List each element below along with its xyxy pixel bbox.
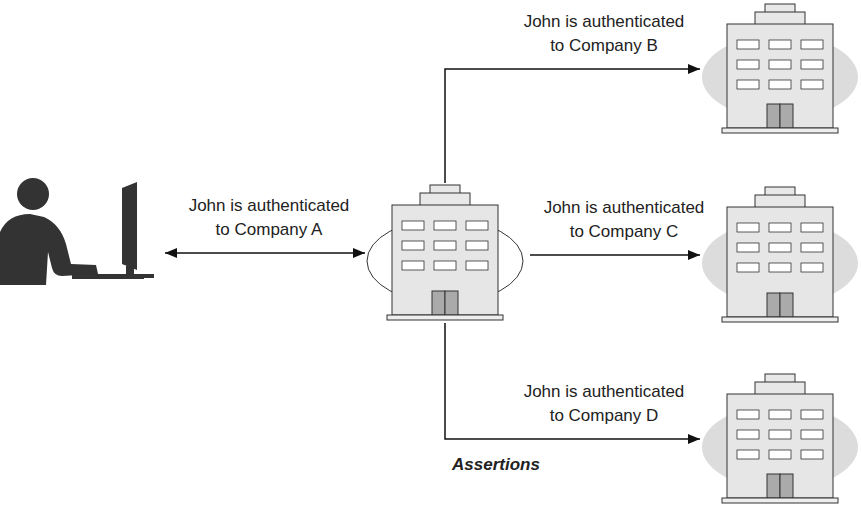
- service-provider-building: [700, 2, 860, 136]
- building-icon: [387, 185, 503, 320]
- building-illustration: [700, 372, 860, 506]
- monitor-stand: [126, 266, 134, 275]
- caption-label: Assertions: [452, 455, 540, 475]
- building-illustration: [365, 183, 525, 323]
- assertion-arrow: [445, 323, 700, 439]
- monitor-base: [116, 274, 154, 278]
- service-provider-building: [700, 372, 860, 506]
- building-icon: [722, 4, 838, 133]
- identity-provider-building: [365, 183, 525, 323]
- computer-monitor: [122, 182, 137, 270]
- service-provider-building: [700, 185, 860, 325]
- assertion-arrow: [165, 252, 365, 254]
- assertion-label: John is authenticated to Company C: [538, 196, 710, 245]
- person-illustration: [0, 170, 160, 285]
- building-illustration: [700, 2, 860, 136]
- assertion-arrow: [445, 69, 700, 183]
- assertion-label: John is authenticated to Company D: [518, 380, 690, 429]
- building-illustration: [700, 185, 860, 325]
- assertion-arrow: [530, 254, 700, 256]
- user-workstation: [0, 170, 160, 285]
- building-icon: [722, 374, 838, 503]
- building-icon: [722, 187, 838, 322]
- person-head: [17, 178, 49, 210]
- assertion-label: John is authenticated to Company B: [518, 10, 690, 59]
- assertion-label: John is authenticated to Company A: [183, 194, 355, 243]
